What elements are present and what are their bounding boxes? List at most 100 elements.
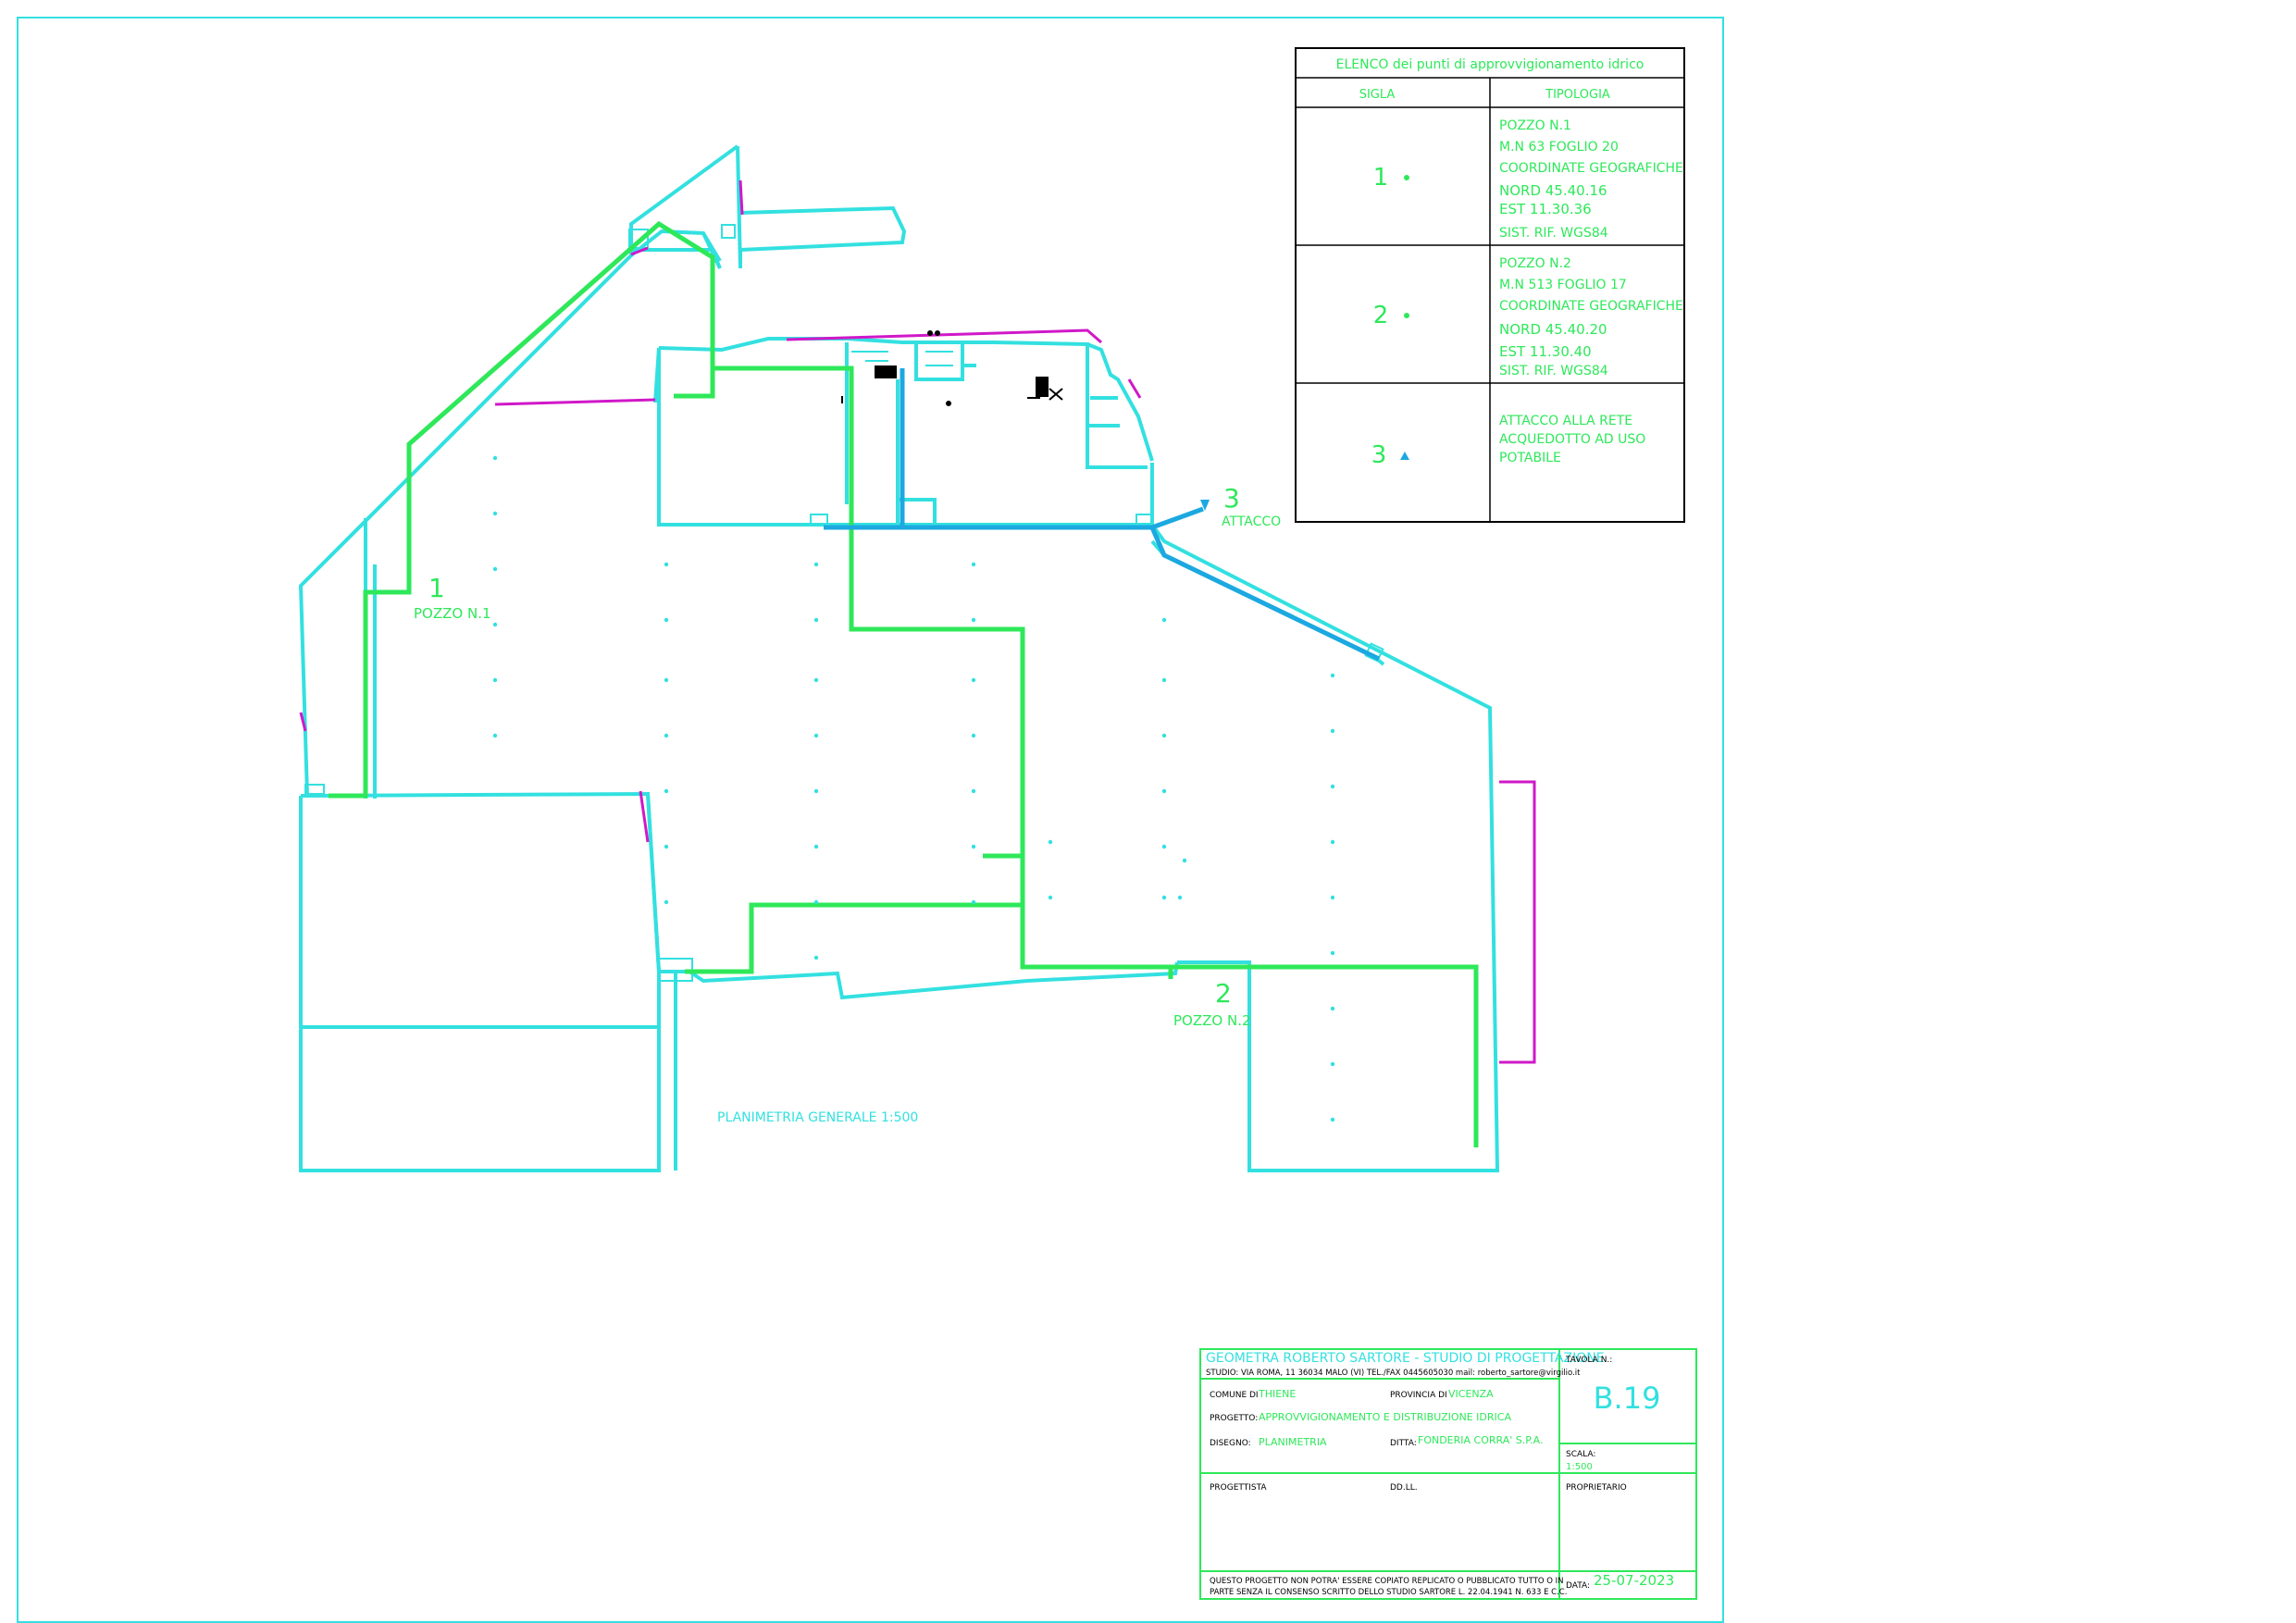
column-dot xyxy=(813,677,819,683)
scala-value: 1:500 xyxy=(1566,1462,1593,1472)
column-dot xyxy=(1330,895,1335,900)
plan-labels: 1 POZZO N.1 2 POZZO N.2 3 ATTACCO PLANIM… xyxy=(414,483,1281,1125)
column-dot xyxy=(1048,839,1053,845)
comune-label: COMUNE DI xyxy=(1210,1391,1259,1400)
scala-label: SCALA: xyxy=(1566,1450,1595,1459)
column-dot xyxy=(664,899,669,905)
column-dot xyxy=(1330,1006,1335,1011)
legend-row3-line3: POTABILE xyxy=(1499,451,1561,465)
column-dot xyxy=(664,617,669,623)
column-dot xyxy=(1330,950,1335,956)
column-dot xyxy=(1330,1061,1335,1067)
column-dot xyxy=(1330,728,1335,734)
progetto-label: PROGETTO: xyxy=(1210,1414,1258,1423)
legend-row2-line5: EST 11.30.40 xyxy=(1499,343,1592,360)
column-dot xyxy=(1161,844,1167,849)
column-dot xyxy=(1177,895,1183,900)
column-dot xyxy=(664,844,669,849)
column-dot xyxy=(971,617,976,623)
column-dot xyxy=(1330,673,1335,678)
tavola-value: B.19 xyxy=(1594,1381,1661,1416)
data-value: 25-07-2023 xyxy=(1594,1572,1674,1589)
comune-value: THIENE xyxy=(1258,1388,1296,1400)
proprietario-label: PROPRIETARIO xyxy=(1566,1483,1627,1493)
column-dot xyxy=(971,733,976,738)
potable-line-blue xyxy=(824,368,1381,662)
title-block-text: GEOMETRA ROBERTO SARTORE - STUDIO DI PRO… xyxy=(1206,1351,1674,1597)
legend-row1-sigla: 1 xyxy=(1373,164,1389,192)
column-dot xyxy=(1182,858,1187,863)
legend-col-tipologia: TIPOLOGIA xyxy=(1545,88,1610,102)
column-dot xyxy=(492,455,498,461)
legend-col-sigla: SIGLA xyxy=(1359,88,1396,102)
legend-row2-line3: COORDINATE GEOGRAFICHE xyxy=(1499,299,1683,314)
disegno-value: PLANIMETRIA xyxy=(1259,1436,1327,1448)
column-dot xyxy=(971,677,976,683)
column-dot xyxy=(1161,895,1167,900)
column-dot xyxy=(664,733,669,738)
ditta-value: FONDERIA CORRA' S.P.A. xyxy=(1418,1434,1544,1446)
column-dot xyxy=(971,562,976,567)
legend-row2-dot-marker xyxy=(1404,313,1409,318)
tavola-label: TAVOLA N.: xyxy=(1565,1356,1612,1365)
column-dot xyxy=(492,622,498,627)
connection-triangle-marker xyxy=(1200,500,1210,511)
column-dot xyxy=(971,844,976,849)
data-label: DATA: xyxy=(1566,1581,1590,1591)
legend-table: ELENCO dei punti di approvvigionamento i… xyxy=(1295,47,1685,523)
legend-row2-line1: POZZO N.2 xyxy=(1499,256,1571,271)
column-dot xyxy=(492,511,498,516)
legend-row1-line4: NORD 45.40.16 xyxy=(1499,182,1607,199)
column-dot xyxy=(813,562,819,567)
column-grid xyxy=(492,455,1335,1122)
disclaimer-line1: QUESTO PROGETTO NON POTRA' ESSERE COPIAT… xyxy=(1210,1577,1564,1586)
legend-row3-line2: ACQUEDOTTO AD USO xyxy=(1499,432,1645,447)
legend-row2-line6: SIST. RIF. WGS84 xyxy=(1499,364,1608,378)
disegno-label: DISEGNO: xyxy=(1210,1439,1251,1448)
legend-row3-sigla: 3 xyxy=(1371,441,1387,469)
legend-row2-line4: NORD 45.40.20 xyxy=(1499,321,1607,338)
legend-row1-line5: EST 11.30.36 xyxy=(1499,201,1592,217)
legend-row3-line1: ATTACCO ALLA RETE xyxy=(1499,414,1632,428)
well2-number: 2 xyxy=(1215,978,1232,1009)
ddll-label: DD.LL. xyxy=(1390,1483,1418,1493)
column-dot xyxy=(492,733,498,738)
column-dot xyxy=(1161,733,1167,738)
column-dot xyxy=(664,788,669,794)
column-dot xyxy=(1330,839,1335,845)
column-dot xyxy=(813,733,819,738)
column-dot xyxy=(1330,784,1335,789)
well-pipeline-green xyxy=(329,220,1479,1147)
well1-number: 1 xyxy=(428,573,445,603)
legend-row2-line2: M.N 513 FOGLIO 17 xyxy=(1499,278,1627,292)
legend-row1-line6: SIST. RIF. WGS84 xyxy=(1499,226,1608,241)
column-dot xyxy=(1161,788,1167,794)
column-dot xyxy=(1048,895,1053,900)
provincia-value: VICENZA xyxy=(1448,1388,1494,1400)
well1-label: POZZO N.1 xyxy=(414,605,491,622)
connection-label: ATTACCO xyxy=(1222,514,1281,529)
legend-row3-triangle-marker xyxy=(1400,452,1409,460)
provincia-label: PROVINCIA DI xyxy=(1390,1391,1447,1400)
studio-address: STUDIO: VIA ROMA, 11 36034 MALO (VI) TEL… xyxy=(1206,1369,1581,1378)
magenta-boundaries xyxy=(299,180,1536,1064)
title-block xyxy=(1199,1348,1697,1600)
column-dot xyxy=(971,788,976,794)
progettista-label: PROGETTISTA xyxy=(1210,1483,1267,1493)
column-dot xyxy=(813,955,819,960)
column-dot xyxy=(492,677,498,683)
progetto-value: APPROVVIGIONAMENTO E DISTRIBUZIONE IDRIC… xyxy=(1259,1411,1511,1423)
ditta-label: DITTA: xyxy=(1390,1439,1417,1448)
legend-row1-line1: POZZO N.1 xyxy=(1499,118,1571,133)
column-dot xyxy=(813,844,819,849)
legend-title: ELENCO dei punti di approvvigionamento i… xyxy=(1336,57,1644,72)
equipment-symbols xyxy=(841,330,1063,406)
connection-number: 3 xyxy=(1223,483,1240,514)
studio-name: GEOMETRA ROBERTO SARTORE - STUDIO DI PRO… xyxy=(1206,1351,1605,1366)
column-dot xyxy=(1161,677,1167,683)
column-dot xyxy=(1161,617,1167,623)
legend-row2-sigla: 2 xyxy=(1373,302,1389,329)
column-dot xyxy=(813,617,819,623)
disclaimer-line2: PARTE SENZA IL CONSENSO SCRITTO DELLO ST… xyxy=(1210,1588,1567,1597)
